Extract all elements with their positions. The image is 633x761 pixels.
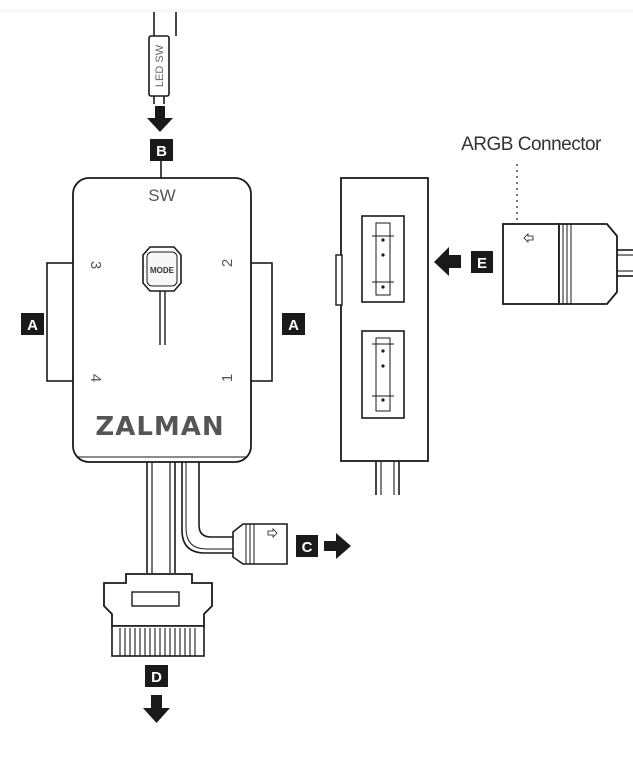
argb-socket-upper — [361, 215, 405, 303]
port-4-label: 4 — [87, 374, 104, 382]
arrow-left-icon — [434, 247, 461, 276]
output-cable — [181, 462, 233, 554]
callout-c: C — [296, 535, 318, 557]
callout-d: D — [145, 665, 168, 687]
led-sw-cable: LED SW — [148, 12, 177, 104]
c-connector — [232, 523, 288, 565]
svg-text:C: C — [302, 539, 313, 556]
hub-body: SW MODE 3 4 2 1 ZALMAN — [46, 177, 273, 463]
main-cable — [146, 462, 176, 573]
argb-socket-lower — [361, 330, 405, 419]
brand-logo: ZALMAN — [95, 412, 224, 442]
mode-button[interactable]: MODE — [142, 246, 182, 292]
argb-connector-plug — [502, 223, 633, 305]
svg-text:D: D — [151, 669, 162, 686]
callout-a-right: A — [282, 313, 305, 335]
port-2-label: 2 — [219, 259, 236, 267]
port-3-label: 3 — [87, 261, 104, 269]
callout-a-left: A — [21, 313, 44, 335]
d-connector — [103, 573, 213, 657]
port-1-label: 1 — [219, 374, 236, 382]
argb-connector-title: ARGB Connector — [461, 134, 602, 155]
device-panel — [335, 177, 429, 495]
arrow-down-icon — [147, 106, 173, 132]
svg-text:B: B — [156, 143, 167, 160]
svg-text:A: A — [27, 317, 38, 334]
callout-e: E — [471, 251, 493, 273]
svg-text:A: A — [288, 317, 299, 334]
direction-arrow-icon — [267, 528, 278, 538]
direction-arrow-icon — [523, 233, 534, 243]
svg-text:E: E — [477, 255, 487, 272]
hub-sw-label: SW — [148, 186, 175, 205]
mode-button-label: MODE — [150, 266, 175, 275]
callout-b: B — [150, 139, 173, 161]
arrow-right-icon — [324, 533, 351, 559]
led-sw-tag: LED SW — [154, 44, 166, 87]
arrow-down-icon — [143, 695, 170, 723]
